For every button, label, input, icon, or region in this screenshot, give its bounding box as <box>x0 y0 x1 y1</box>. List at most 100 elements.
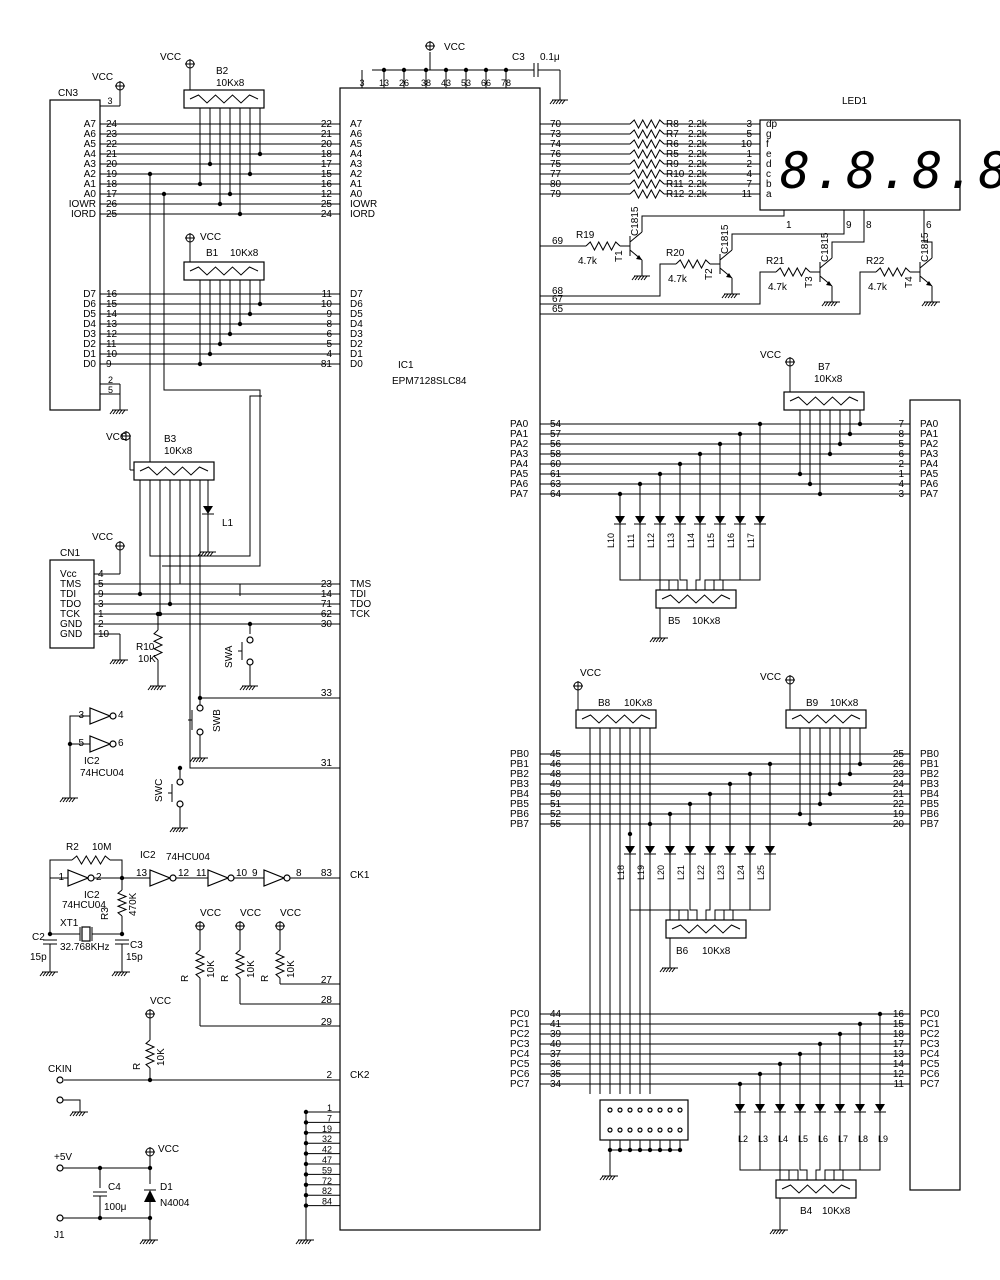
cn1-signal-name: Vcc <box>60 569 77 580</box>
cn3-ref: CN3 <box>58 88 78 99</box>
junction-dot <box>837 1031 843 1037</box>
junction-dot <box>177 765 183 771</box>
cn3-signal-name: A4 <box>84 149 97 160</box>
junction-dot <box>303 1182 309 1188</box>
ic2-part: 74HCU04 <box>80 768 124 779</box>
driver-r-ref: R21 <box>766 256 785 267</box>
inverter-triangle <box>263 869 286 887</box>
vcc-terminal-icon <box>785 675 795 685</box>
ic1-pin-number: 74 <box>550 139 562 150</box>
digit-common-net <box>731 210 845 250</box>
ground-icon <box>59 792 78 803</box>
r3-value: 470K <box>128 892 139 916</box>
cn1-signal-name: TDI <box>60 589 76 600</box>
junction-dot <box>401 67 407 73</box>
header-signal-name: PA1 <box>920 429 939 440</box>
segment-resistor-icon <box>629 158 665 170</box>
resistor-array-zigzag-icon <box>789 396 859 406</box>
junction-dot <box>847 431 853 437</box>
r10-value: 10K <box>138 654 156 665</box>
dip-contact <box>647 1127 653 1133</box>
junction-dot <box>757 1071 763 1077</box>
led-ref: L10 <box>606 533 616 548</box>
ic1-signal-name: IORD <box>350 209 375 220</box>
led-ref: L20 <box>656 865 666 880</box>
junction-dot <box>303 1193 309 1198</box>
led-icon <box>614 512 626 528</box>
jtag-loop <box>179 480 241 596</box>
junction-dot <box>797 811 803 817</box>
ground-icon <box>921 296 940 307</box>
ic1-pin-number: 59 <box>322 1165 332 1175</box>
junction-dot <box>647 821 653 827</box>
junction-dot <box>147 1215 153 1221</box>
ground-hatch <box>655 637 660 643</box>
led-icon <box>834 1100 846 1116</box>
segment-r-value: 2.2k <box>688 169 708 180</box>
b2-value: 10Kx8 <box>216 78 245 89</box>
ic1-pin-number: 36 <box>550 1059 562 1070</box>
junction-dot <box>303 1109 309 1115</box>
cn3-signal-name: D3 <box>83 329 96 340</box>
ic1-pin-number: 53 <box>461 78 471 88</box>
r10-ref: R10 <box>136 642 155 653</box>
seven-segment-digits: 8.8.8.8. <box>780 142 1000 200</box>
ic1-pin-number: 73 <box>550 129 562 140</box>
ic1-pin-number: 39 <box>550 1029 562 1040</box>
header-pin: 26 <box>893 759 905 770</box>
ground-hatch <box>239 685 244 691</box>
b2-ref: B2 <box>216 66 229 77</box>
header-signal-name: PA3 <box>920 449 939 460</box>
ic1-pin-number: 60 <box>550 459 562 470</box>
ic1-signal-name: A0 <box>350 189 363 200</box>
pushbutton-switch-icon <box>188 704 204 736</box>
digit-common-net <box>923 210 933 258</box>
ground-hatch <box>631 275 636 281</box>
ic1-pin-number: 41 <box>550 1019 562 1030</box>
r2-resistor-icon <box>71 855 111 865</box>
ground-hatch <box>59 797 64 803</box>
inverter-pin: 3 <box>78 710 84 721</box>
cn1-body <box>49 559 95 649</box>
led-ref: L4 <box>778 1134 788 1144</box>
inverter-bubble <box>109 712 117 720</box>
led-ref: L24 <box>736 865 746 880</box>
port-signal-name: PB2 <box>510 769 529 780</box>
led-triangle <box>755 516 765 524</box>
ground-hatch <box>198 757 203 763</box>
port-signal-name: PA2 <box>510 439 529 450</box>
io-header-body <box>909 399 961 1191</box>
led-icon <box>684 842 696 858</box>
junction-dot <box>627 1147 633 1153</box>
ground-hatch <box>933 301 938 307</box>
ic1-signal-name: TDI <box>350 589 366 600</box>
led1-body <box>759 119 961 211</box>
junction-dot <box>217 201 223 207</box>
led-return <box>659 528 679 590</box>
b7-value: 10Kx8 <box>814 374 843 385</box>
header-signal-name: PC4 <box>920 1049 940 1060</box>
ground-hatch <box>78 1111 83 1117</box>
transistor-arrow <box>636 255 642 260</box>
ground-hatch <box>175 827 180 833</box>
ground-hatch <box>769 1229 774 1235</box>
swa-label: SWA <box>224 645 235 668</box>
ground-hatch <box>242 685 247 691</box>
led-triangle <box>665 846 675 854</box>
led-return <box>695 528 701 590</box>
led-triangle <box>875 1104 885 1112</box>
c4-value: 100μ <box>104 1202 127 1213</box>
segment-resistor-icon <box>629 128 665 140</box>
led-icon <box>624 842 636 858</box>
port-signal-name: PC4 <box>510 1049 530 1060</box>
ground-hatch <box>69 1111 74 1117</box>
port-signal-name: PC0 <box>510 1009 530 1020</box>
ic1-pin-number: 67 <box>552 294 564 305</box>
ground-icon <box>769 1224 788 1235</box>
ground-hatch <box>824 301 829 307</box>
vcc-terminal-icon <box>145 1009 155 1019</box>
pullup-ref: R <box>220 975 231 982</box>
led-ref: L23 <box>716 865 726 880</box>
junction-dot <box>217 341 223 347</box>
inverter-pin: 2 <box>96 872 102 883</box>
